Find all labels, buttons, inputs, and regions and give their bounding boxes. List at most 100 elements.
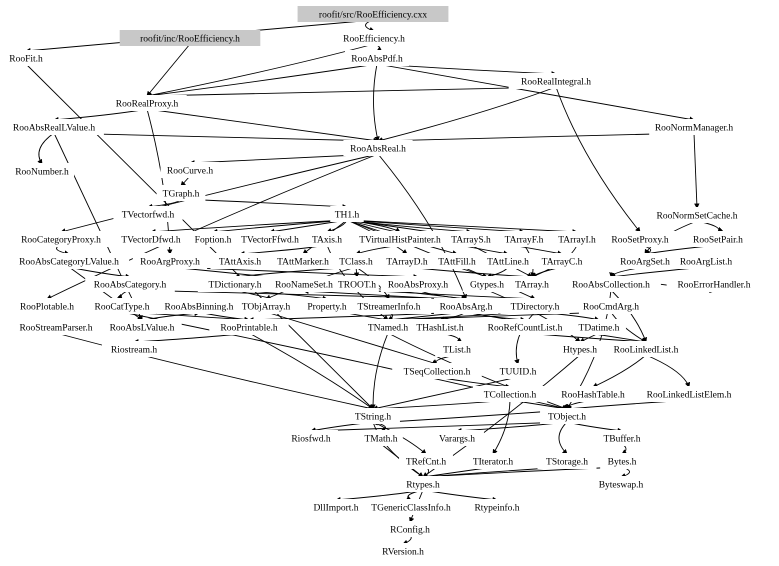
node-tvectordfwd-h[interactable]: TVectorDfwd.h [113,231,189,247]
node-thashlist-h[interactable]: THashList.h [407,319,473,335]
node-roocategoryproxy-h[interactable]: RooCategoryProxy.h [11,231,111,247]
node-label: TStreamerInfo.h [357,302,420,313]
node-tvectorfwd-h[interactable]: TVectorfwd.h [113,206,183,222]
node-tobjarray-h[interactable]: TObjArray.h [233,298,299,314]
node-roonameset-h[interactable]: RooNameSet.h [269,276,339,292]
node-property-h[interactable]: Property.h [297,298,357,314]
node-tbuffer-h[interactable]: TBuffer.h [595,430,649,446]
node-roosetproxy-h[interactable]: RooSetProxy.h [602,231,678,247]
node-roostreamparser-h[interactable]: RooStreamParser.h [8,319,104,335]
node-box [186,231,240,247]
node-tattfill-h[interactable]: TAttFill.h [427,253,487,269]
node-rooabsreal-h[interactable]: RooAbsReal.h [343,140,413,156]
node-rooabslvalue-h[interactable]: RooAbsLValue.h [102,319,182,335]
node-box [233,298,299,314]
node-roorefcountlist-h[interactable]: RooRefCountList.h [477,319,573,335]
node-rooabspdf-h[interactable]: RooAbsPdf.h [344,50,410,66]
node-rconfig-h[interactable]: RConfig.h [383,521,437,537]
node-gtypes-h[interactable]: Gtypes.h [462,276,512,292]
node-tarrayi-h[interactable]: TArrayI.h [550,231,604,247]
node-riosfwd-h[interactable]: Riosfwd.h [284,430,338,446]
node-troot-h[interactable]: TROOT.h [335,276,379,292]
node-box [210,253,270,269]
node-rtypeinfo-h[interactable]: Rtypeinfo.h [464,499,530,515]
node-roofit-inc-rooefficiency-h[interactable]: roofit/inc/RooEfficiency.h [119,30,261,46]
node-tvectorffwd-h[interactable]: TVectorFfwd.h [232,231,308,247]
node-roolinkedlistelem-h[interactable]: RooLinkedListElem.h [636,386,742,402]
node-label: TDictionary.h [209,281,262,291]
node-tclass-h[interactable]: TClass.h [331,253,381,269]
node-titerator-h[interactable]: TIterator.h [460,453,526,469]
node-roofit-h[interactable]: RooFit.h [1,50,51,66]
node-rooefficiency-h[interactable]: RooEfficiency.h [331,30,417,46]
node-tdictionary-h[interactable]: TDictionary.h [197,276,273,292]
node-rooabsproxy-h[interactable]: RooAbsProxy.h [380,276,456,292]
node-tattaxis-h[interactable]: TAttAxis.h [210,253,270,269]
node-roocmdarg-h[interactable]: RooCmdArg.h [578,298,644,314]
node-tdatime-h[interactable]: TDatime.h [572,319,626,335]
node-tdirectory-h[interactable]: TDirectory.h [500,298,570,314]
node-roonormmanager-h[interactable]: RooNormManager.h [649,119,739,135]
node-varargs-h[interactable]: Varargs.h [430,430,484,446]
node-tarrayf-h[interactable]: TArrayF.h [497,231,551,247]
node-box [197,276,273,292]
node-rtypes-h[interactable]: Rtypes.h [398,476,448,492]
node-tgenericclassinfo-h[interactable]: TGenericClassInfo.h [358,499,464,515]
node-roosetpair-h[interactable]: RooSetPair.h [683,231,753,247]
node-tseqcollection-h[interactable]: TSeqCollection.h [392,363,482,379]
node-roorealproxy-h[interactable]: RooRealProxy.h [107,95,187,111]
node-tvirtualhistpainter-h[interactable]: TVirtualHistPainter.h [342,231,458,247]
node-rooabsarg-h[interactable]: RooAbsArg.h [433,298,499,314]
node-tnamed-h[interactable]: TNamed.h [363,319,413,335]
node-htypes-h[interactable]: Htypes.h [555,341,605,357]
node-tstorage-h[interactable]: TStorage.h [537,453,597,469]
node-rooabscategory-h[interactable]: RooAbsCategory.h [85,276,175,292]
edge-tcollection-h-to-titerator-h [492,399,511,455]
node-tarray-h[interactable]: TArray.h [507,276,557,292]
node-rooabsbinning-h[interactable]: RooAbsBinning.h [156,298,242,314]
node-tarrayc-h[interactable]: TArrayC.h [535,253,589,269]
edge-tobject-h-to-tstring-h [372,409,568,426]
node-roohashtable-h[interactable]: RooHashTable.h [553,386,633,402]
node-tmath-h[interactable]: TMath.h [359,430,403,446]
node-rooabsreallvalue-h[interactable]: RooAbsRealLValue.h [4,119,104,135]
node-rooerrorhandler-h[interactable]: RooErrorHandler.h [666,276,762,292]
node-rooprintable-h[interactable]: RooPrintable.h [209,319,289,335]
node-roorealintegral-h[interactable]: RooRealIntegral.h [508,73,604,89]
node-label: TStorage.h [546,458,588,468]
node-riostream-h[interactable]: Riostream.h [101,341,167,357]
node-box [435,341,479,357]
node-tlist-h[interactable]: TList.h [435,341,479,357]
node-tarrays-h[interactable]: TArrayS.h [444,231,498,247]
node-rversion-h[interactable]: RVersion.h [373,543,433,559]
node-th1-h[interactable]: TH1.h [330,206,364,222]
node-byteswap-h[interactable]: Byteswap.h [591,476,651,492]
node-tstreamerinfo-h[interactable]: TStreamerInfo.h [346,298,432,314]
node-box [508,73,604,89]
node-rooargset-h[interactable]: RooArgSet.h [612,253,678,269]
node-rooabscategorylvalue-h[interactable]: RooAbsCategoryLValue.h [8,253,130,269]
node-rooarglist-h[interactable]: RooArgList.h [671,253,741,269]
node-trefcnt-h[interactable]: TRefCnt.h [399,453,453,469]
node-tcollection-h[interactable]: TCollection.h [472,386,548,402]
node-tattline-h[interactable]: TAttLine.h [478,253,538,269]
node-roolinkedlist-h[interactable]: RooLinkedList.h [603,341,689,357]
node-bytes-h[interactable]: Bytes.h [600,453,644,469]
node-dllimport-h[interactable]: DllImport.h [303,499,369,515]
node-roonormsetcache-h[interactable]: RooNormSetCache.h [649,207,745,223]
node-foption-h[interactable]: Foption.h [186,231,240,247]
node-roonumber-h[interactable]: RooNumber.h [9,163,75,179]
node-tarrayd-h[interactable]: TArrayD.h [380,253,434,269]
node-roocurve-h[interactable]: RooCurve.h [160,162,220,178]
node-rooabscollection-h[interactable]: RooAbsCollection.h [561,276,661,292]
node-tgraph-h[interactable]: TGraph.h [156,185,206,201]
node-tuuid-h[interactable]: TUUID.h [496,363,540,379]
node-taxis-h[interactable]: TAxis.h [305,231,349,247]
node-tstring-h[interactable]: TString.h [346,408,400,424]
node-roofit-src-rooefficiency-cxx[interactable]: roofit/src/RooEfficiency.cxx [297,6,449,22]
node-rooargproxy-h[interactable]: RooArgProxy.h [132,253,208,269]
node-tobject-h[interactable]: TObject.h [540,408,594,424]
node-roocattype-h[interactable]: RooCatType.h [87,298,157,314]
node-rooplotable-h[interactable]: RooPlotable.h [9,298,85,314]
node-tattmarker-h[interactable]: TAttMarker.h [268,253,338,269]
